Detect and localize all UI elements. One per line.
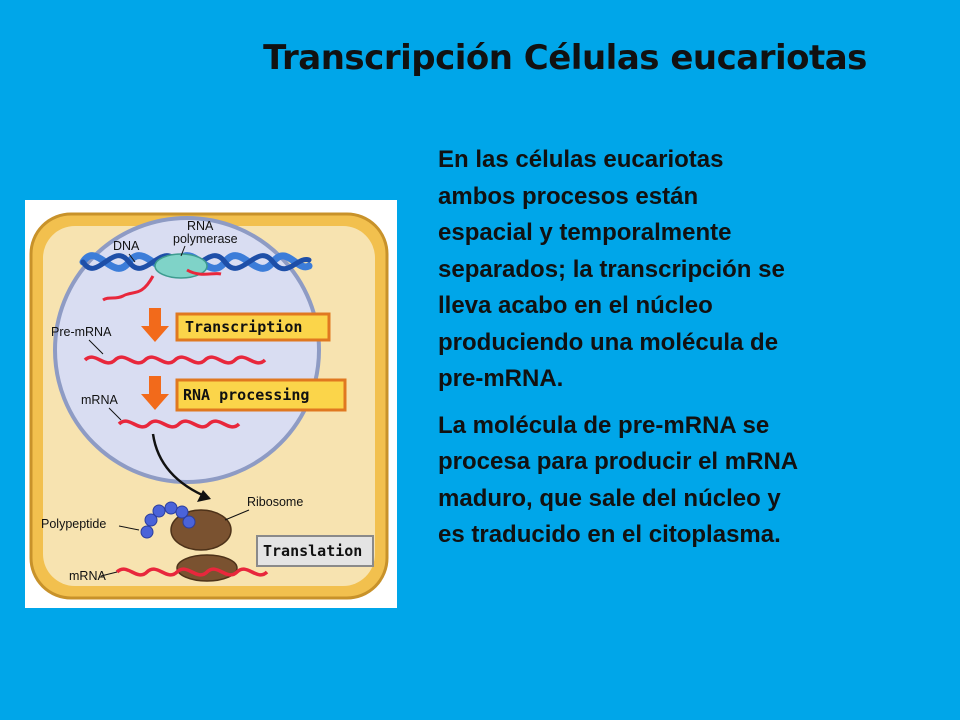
paragraph-2: La molécula de pre-mRNA se procesa para … xyxy=(438,411,799,549)
transcript-leaving xyxy=(102,275,155,302)
paragraph-1: En las células eucariotas ambos procesos… xyxy=(438,146,785,392)
translation-label: Translation xyxy=(263,542,362,560)
export-arrow xyxy=(151,433,210,500)
label-mrna-nucleus: mRNA xyxy=(81,393,118,407)
label-rna: RNA xyxy=(187,219,214,233)
leader-polypeptide xyxy=(118,525,140,531)
label-pre-mrna: Pre-mRNA xyxy=(51,325,112,339)
label-ribosome: Ribosome xyxy=(247,495,303,509)
leader-ribosome xyxy=(224,509,250,521)
polypeptide-bead xyxy=(140,525,154,539)
translation-box xyxy=(256,535,374,567)
transcription-box xyxy=(175,312,331,342)
label-mrna-cytoplasm: mRNA xyxy=(69,569,106,583)
export-arrowhead xyxy=(197,490,211,502)
polypeptide-bead xyxy=(164,501,178,515)
body-text: En las células eucariotas ambos procesos… xyxy=(438,142,938,564)
leader-dna xyxy=(128,253,136,263)
leader-mrna-nucleus xyxy=(108,407,122,421)
polypeptide-bead xyxy=(144,513,158,527)
ribosome-small xyxy=(176,554,238,582)
transcription-label: Transcription xyxy=(185,318,302,336)
label-polymerase: polymerase xyxy=(173,232,238,246)
transcription-diagram: RNA polymerase DNA Pre-mRNA Transcriptio… xyxy=(25,200,397,608)
label-dna: DNA xyxy=(113,239,140,253)
polypeptide-chain xyxy=(140,501,196,539)
leader-pre-mrna xyxy=(88,339,104,355)
polypeptide-bead xyxy=(182,515,196,529)
rna-processing-box xyxy=(175,378,347,412)
leader-polymerase xyxy=(180,245,186,257)
nucleus xyxy=(53,216,321,484)
label-polypeptide: Polypeptide xyxy=(41,517,106,531)
mrna-strand-cytoplasm xyxy=(115,567,269,577)
rna-processing-label: RNA processing xyxy=(183,386,309,404)
polypeptide-bead xyxy=(152,504,166,518)
arrow-transcription xyxy=(141,308,169,342)
polypeptide-bead xyxy=(175,505,189,519)
slide-title: Transcripción Células eucariotas xyxy=(263,38,867,78)
arrow-rna-processing xyxy=(141,376,169,410)
nascent-rna xyxy=(186,268,222,276)
pre-mrna-strand xyxy=(83,355,267,365)
leader-mrna-cytoplasm xyxy=(100,571,118,577)
mrna-strand-nucleus xyxy=(117,419,241,429)
